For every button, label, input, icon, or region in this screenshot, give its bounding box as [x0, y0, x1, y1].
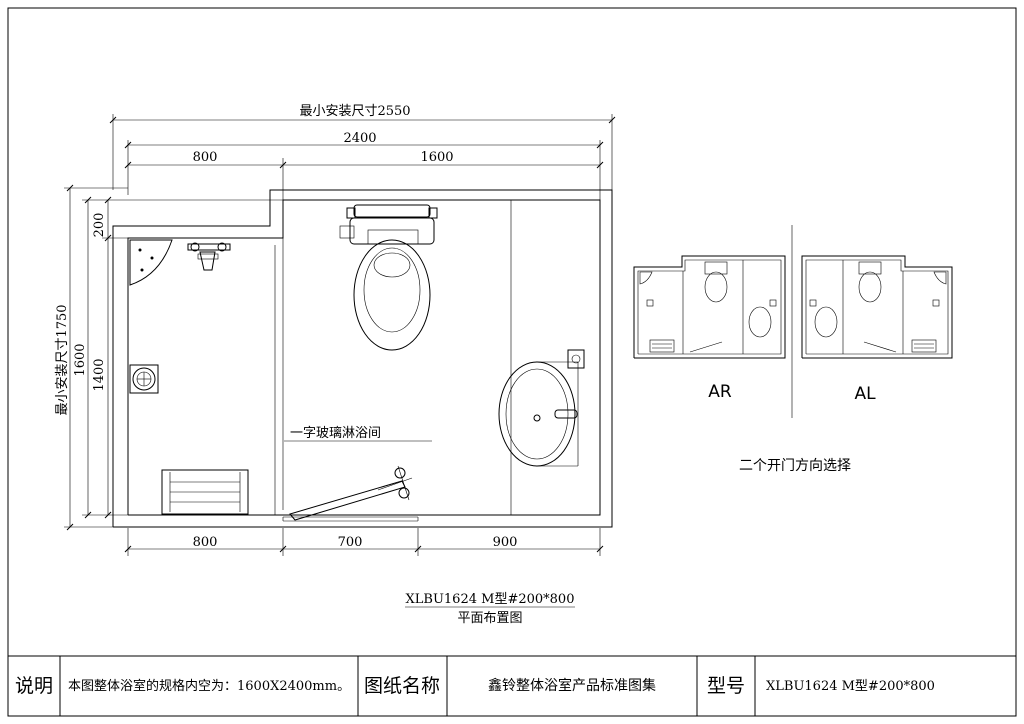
corner-shelf: [129, 239, 173, 286]
plan-walls: [112, 189, 613, 528]
drawing-name: 鑫铃整体浴室产品标准图集: [488, 677, 656, 694]
dim-min-install-width: 最小安装尺寸2550: [299, 104, 410, 119]
variant-ar-plan: [633, 255, 786, 359]
left-dimensions: 最小安装尺寸1750 1600 200 1400: [55, 184, 283, 531]
wash-basin: [498, 349, 585, 467]
title-block: 说明 本图整体浴室的规格内空为：1600X2400mm。 图纸名称 鑫铃整体浴室…: [15, 656, 935, 716]
variants-caption: 二个开门方向选择: [739, 458, 851, 474]
dim-height-1400: 1400: [92, 358, 107, 391]
dim-bottom-right: 900: [493, 535, 518, 550]
top-dimensions: 最小安装尺寸2550 2400 800 1600: [109, 104, 616, 200]
variant-al-plan: [801, 255, 953, 359]
dim-top-right: 1600: [420, 150, 453, 165]
shower-mixer: [187, 242, 231, 271]
notes-label: 说明: [15, 675, 53, 697]
towel-rack: [161, 469, 249, 515]
plan-caption: 平面布置图: [457, 611, 522, 626]
floor-drain: [129, 364, 159, 394]
dim-height-200: 200: [92, 213, 107, 238]
model-code: XLBU1624 M型#200*800: [406, 592, 575, 607]
glass-shower-door: [282, 465, 419, 522]
sheet-border: [7, 7, 1017, 717]
shower-label-group: 一字玻璃淋浴间: [284, 426, 432, 442]
bottom-dimensions: 800 700 900: [124, 528, 604, 556]
shower-label: 一字玻璃淋浴间: [290, 426, 381, 441]
model-label: 型号: [707, 675, 745, 697]
dim-top-left: 800: [193, 150, 218, 165]
dim-height-1600: 1600: [73, 343, 88, 376]
variant-al-label: AL: [854, 384, 876, 404]
dim-bottom-left: 800: [193, 535, 218, 550]
dim-overall-width: 2400: [343, 131, 376, 146]
model-value: XLBU1624 M型#200*800: [766, 679, 935, 694]
dim-bottom-mid: 700: [338, 535, 363, 550]
toilet: [339, 204, 438, 351]
variant-ar-label: AR: [708, 382, 732, 402]
notes-text: 本图整体浴室的规格内空为：1600X2400mm。: [68, 678, 350, 694]
plan-caption-group: XLBU1624 M型#200*800 平面布置图: [405, 592, 575, 626]
drawing-name-label: 图纸名称: [364, 675, 440, 697]
dim-min-install-height: 最小安装尺寸1750: [55, 304, 70, 415]
